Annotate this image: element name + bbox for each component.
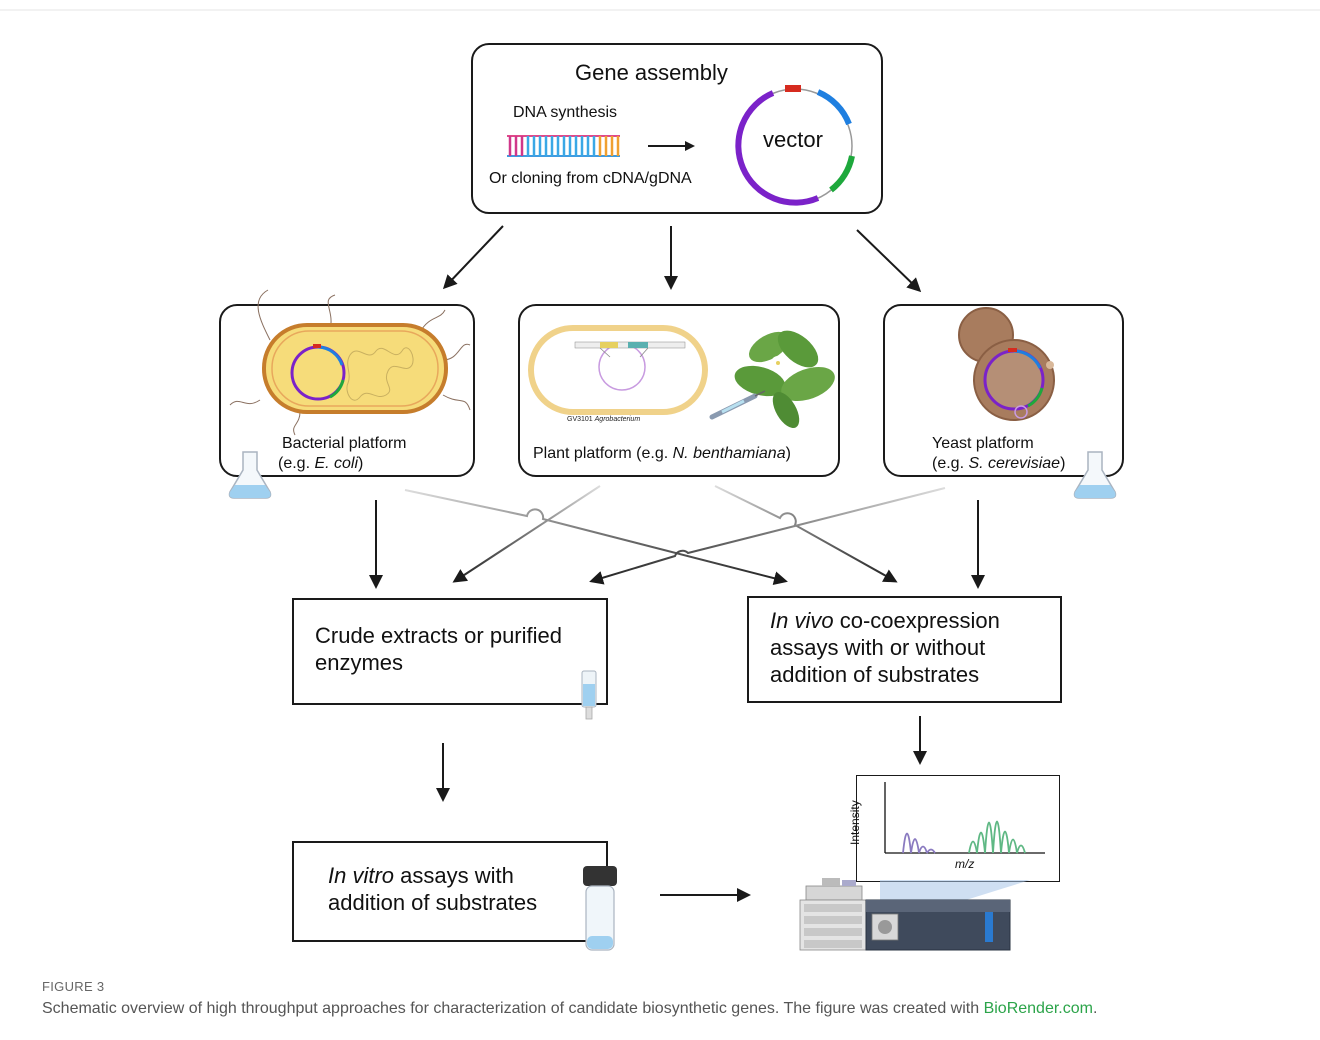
agrobacterium-label: GV3101 Agrobacterium bbox=[567, 416, 641, 423]
arrow-to-yeast bbox=[856, 229, 922, 293]
gene-assembly-title: Gene assembly bbox=[575, 60, 728, 85]
arrow-yeast-to-crude bbox=[589, 487, 946, 585]
plant-platform-label: Plant platform (e.g. N. benthamiana) bbox=[533, 445, 791, 462]
spectrum-panel bbox=[856, 775, 1060, 882]
lc-ms-instrument-icon bbox=[799, 878, 1011, 951]
yeast-platform-label: Yeast platform bbox=[932, 435, 1034, 452]
figure-label: FIGURE 3 bbox=[42, 979, 105, 994]
in-vitro-box bbox=[292, 841, 608, 942]
in-vivo-line3: addition of substrates bbox=[770, 662, 980, 687]
in-vitro-line2: addition of substrates bbox=[328, 890, 538, 915]
in-vitro-line1: In vitro assays with bbox=[328, 863, 514, 888]
arrow-bacterial-to-invivo bbox=[404, 489, 788, 586]
dna-synthesis-label: DNA synthesis bbox=[513, 104, 618, 121]
assembly-vector-label: vector bbox=[763, 127, 823, 152]
cloning-label: Or cloning from cDNA/gDNA bbox=[489, 170, 692, 187]
arrow-plant-to-invivo bbox=[714, 485, 898, 583]
bacterial-vector-label: vector bbox=[299, 368, 335, 383]
bacterial-example: (e.g. E. coli) bbox=[278, 455, 364, 472]
arrow-to-bacterial bbox=[442, 225, 504, 290]
yeast-example: (e.g. S. cerevisiae) bbox=[932, 455, 1066, 472]
bacterial-platform-label: Bacterial platform bbox=[282, 435, 407, 452]
crude-extracts-box bbox=[292, 598, 608, 705]
spectrum-xlabel: m/z bbox=[955, 857, 975, 871]
binary-vector-label: Binary vector bbox=[603, 367, 633, 373]
yeast-vector-label: vector bbox=[994, 373, 1030, 388]
in-vivo-box bbox=[747, 596, 1062, 703]
spectrum-ylabel: Intensity bbox=[848, 800, 862, 845]
crude-extracts-line1: Crude extracts or purified bbox=[315, 623, 562, 648]
in-vivo-line2: assays with or without bbox=[770, 635, 986, 660]
figure-caption: Schematic overview of high throughput ap… bbox=[42, 1000, 1098, 1017]
arrow-plant-to-crude bbox=[452, 485, 601, 583]
in-vivo-line1: In vivo co-coexpression bbox=[770, 608, 1000, 633]
projection-beam bbox=[880, 880, 1030, 905]
biorender-link[interactable]: BioRender.com bbox=[983, 1000, 1093, 1017]
crude-extracts-line2: enzymes bbox=[315, 650, 404, 675]
